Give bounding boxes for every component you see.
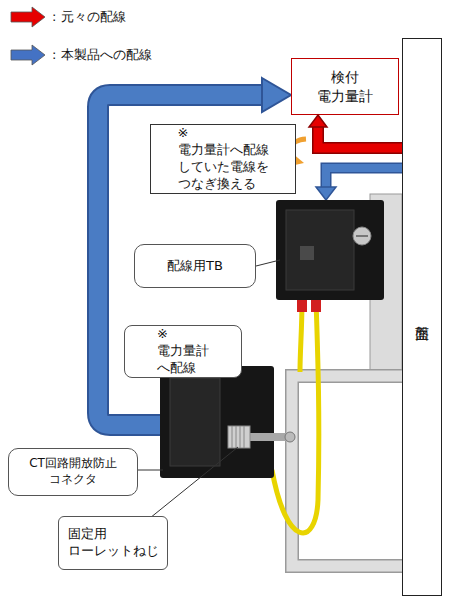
node-text: 盤面 <box>413 315 431 319</box>
knurl <box>232 426 244 448</box>
node-text: 固定用 ローレットねじ <box>68 526 159 560</box>
node-text: CT回路開放防止 コネクタ <box>29 456 117 487</box>
knurled-screw <box>228 426 250 448</box>
note-box: ※電力量計へ配線 していた電線を つなぎ換える <box>150 124 296 194</box>
wiring-arrow <box>309 115 402 148</box>
leader-line <box>150 447 238 518</box>
callout-label: CT回路開放防止 コネクタ <box>8 448 138 496</box>
legend-arrow-shape <box>11 7 45 27</box>
legend-arrow <box>10 6 46 28</box>
terminal-block-face <box>286 210 354 290</box>
legend-arrow <box>10 44 46 66</box>
leader-line <box>256 260 280 266</box>
wiring-arrow-line <box>318 127 402 148</box>
node-text: ※電力量計 へ配線 <box>157 326 209 377</box>
legend-text: : 元々の配線 <box>52 8 126 26</box>
wiring-arrow-head <box>262 78 291 112</box>
legend-arrow-shape <box>11 45 45 65</box>
node-text: 検付 電力量計 <box>317 68 373 104</box>
screw-tip <box>285 432 295 442</box>
tb-arrow <box>326 168 402 188</box>
wiring-arrow-head <box>309 115 327 127</box>
terminal-block <box>276 200 384 300</box>
screw-slot <box>356 235 368 237</box>
terminal-slot <box>300 246 314 260</box>
terminal-screw <box>353 227 371 245</box>
crimp-terminal <box>297 300 307 312</box>
tb-arrow-outline <box>326 168 402 188</box>
meter-box: 検付 電力量計 <box>291 58 399 115</box>
legend-item: : 元々の配線 <box>10 6 126 28</box>
callout-label: 配線用TB <box>134 244 256 288</box>
legend-item: : 本製品への配線 <box>10 44 152 66</box>
bracket-outline <box>292 376 402 566</box>
wiring-arrow-line <box>318 127 402 148</box>
node-text: 配線用TB <box>167 258 223 275</box>
crimp-terminal <box>311 300 321 312</box>
panel-face: 盤面 <box>402 38 442 596</box>
screw-shaft <box>248 433 288 441</box>
ct-connector <box>160 366 274 478</box>
ct-connector-face <box>170 378 220 466</box>
leader-line <box>138 470 163 471</box>
callout-label: 固定用 ローレットねじ <box>58 516 168 570</box>
node-text: ※電力量計へ配線 していた電線を つなぎ換える <box>178 125 269 193</box>
wire <box>272 300 319 533</box>
legend-text: : 本製品への配線 <box>52 46 152 64</box>
tb-arrow-head <box>316 187 336 200</box>
bracket <box>292 376 402 566</box>
arrow-label: ※電力量計 へ配線 <box>124 325 242 378</box>
